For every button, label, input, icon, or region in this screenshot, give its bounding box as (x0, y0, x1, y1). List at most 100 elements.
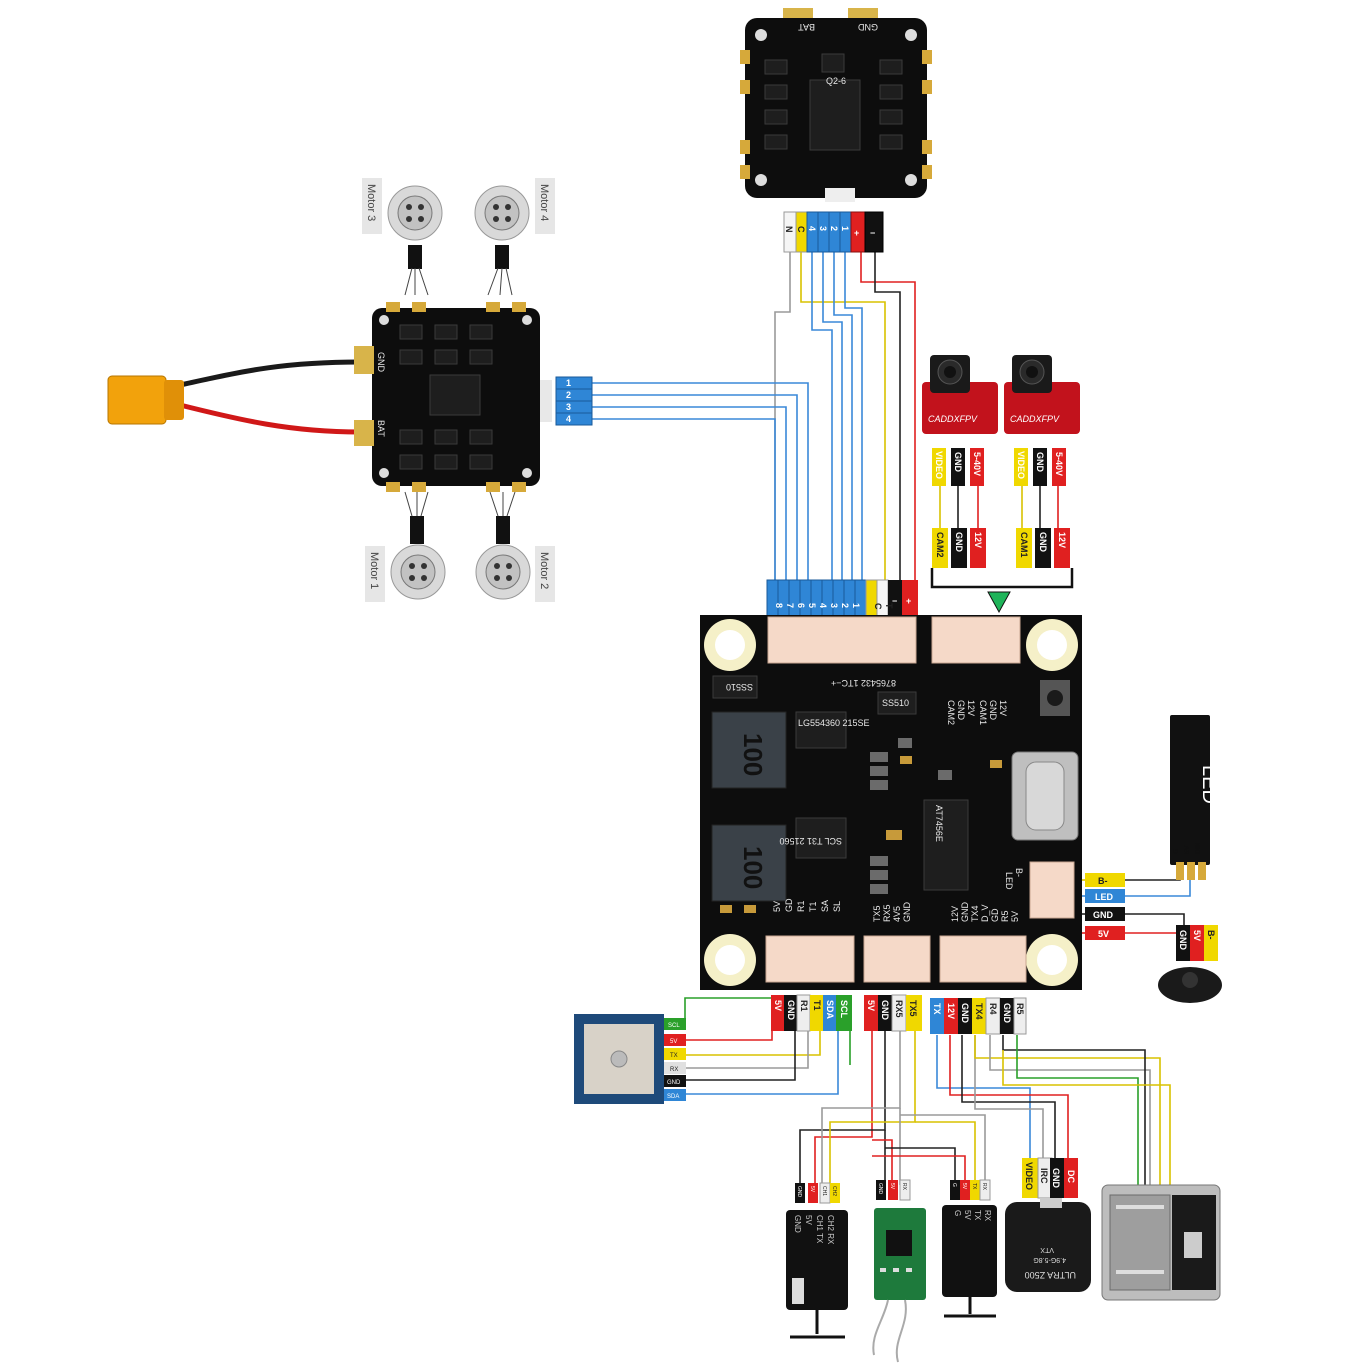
label-fc-silk-bottom-right-2: TX4 (970, 905, 980, 922)
wire-esc-4 (811, 252, 833, 585)
label-receivers-rx-a-tags-0: GND (796, 1186, 802, 1198)
wire-vtx-12v (949, 1035, 1069, 1160)
label-buzzer-side-labels-3: 5V (1098, 929, 1109, 939)
label-receivers-rx-a-tags-1: 5V (809, 1186, 815, 1193)
label-cameras-cam-top-pins-0: VIDEO (934, 451, 944, 479)
label-bottom-headers-left-3: T1 (812, 1000, 822, 1011)
bottom-header-mid: 5V GND RX5 TX5 (864, 994, 922, 1032)
bottom-header-left: 5V GND R1 T1 SDA SCL (771, 994, 852, 1032)
label-cameras-brand: CADDXFPV (928, 414, 978, 424)
motor-4: Motor 4 (474, 178, 555, 296)
label-vtx-pins-3: DC (1066, 1170, 1076, 1183)
label-receivers-rx-c-body-3: RX (983, 1210, 992, 1222)
wire-esc-3 (822, 252, 843, 585)
label-bottom-headers-left-0: 5V (773, 1000, 783, 1011)
wire-esc-n (774, 252, 791, 585)
label-fc-silk-bottom-right-4: GD (990, 908, 1000, 922)
esc-small-pin-3: 3 (566, 402, 571, 412)
label-fc-silk-bottom-mid-1: RX5 (882, 904, 892, 922)
gps-module: SCL 5V TX RX GND SDA (574, 1014, 686, 1104)
label-fc-esc-header-11: + (906, 596, 911, 606)
label-fc-silk-bottom-right-0: 12V (950, 906, 960, 922)
label-receivers-rx-a-body-1: 5V (804, 1215, 813, 1225)
label-receivers-rx-a-body-2: CH1 TX (815, 1215, 824, 1244)
motor-3: Motor 3 (362, 178, 443, 296)
wire-esc-2 (833, 252, 853, 585)
led-strip: LED G 5V DIN (1170, 715, 1220, 880)
label-cameras-cam2-pins-0: CAM2 (935, 532, 945, 558)
wire-esc-1 (844, 252, 863, 585)
label-receivers-rx-a-body-0: GND (793, 1215, 802, 1233)
label-fc-silk-led-0: LED (1004, 872, 1014, 890)
wire-gps-tx (685, 1025, 821, 1056)
label-receivers-rx-a-tags-2: CH1 (821, 1186, 827, 1196)
label-fc-esc-header-5: 3 (829, 603, 839, 608)
label-fc-silk-bottom-left-0: 5V (772, 901, 782, 912)
label-led-pins-2: DIN (1195, 842, 1202, 854)
wire-esc-plus (860, 252, 916, 585)
esc-small-bat: BAT (376, 420, 386, 437)
label-fc-silk-bottom-right-1: GND (960, 902, 970, 923)
label-buzzer-side-labels-0: B- (1098, 876, 1108, 886)
label-cameras-cam-top-pins-0: VIDEO (1016, 451, 1026, 479)
wire-gps-gnd (685, 1025, 796, 1081)
label-vtx-pins-0: VIDEO (1024, 1162, 1034, 1190)
wire-vtx-video (936, 1035, 1031, 1160)
motor-2: Motor 2 (475, 491, 555, 602)
label-fc-esc-header-10: − (892, 596, 897, 606)
label-fc-chip2: AT7456E (934, 805, 944, 842)
label-receivers-rx-a-tags-3: CH2 (831, 1186, 837, 1196)
wire-rxc-5v (872, 1155, 966, 1185)
esc-top-pin-header: N C 4 3 2 1 + − (783, 211, 884, 253)
label-gps-pins-0: SCL (668, 1023, 680, 1029)
wire-gps-5v (685, 1025, 773, 1041)
label-fc-esc-header-1: 7 (785, 603, 795, 608)
label-cameras-cam2-pins-2: 12V (973, 532, 983, 548)
camera-2-top-tags: VIDEO GND 5-40V (932, 448, 984, 486)
label-bottom-headers-right-0: TX (932, 1003, 942, 1015)
label-fc-silk-bottom-mid-0: TX5 (872, 905, 882, 922)
label-gps-pins-2: TX (670, 1053, 678, 1059)
label-receivers-rx-c-body-0: G (953, 1210, 962, 1216)
label-receivers-rx-c-body-1: 5V (963, 1210, 972, 1220)
label-fc-silk-bottom-right-6: 5V (1010, 911, 1020, 922)
label-esc-top-pins-4: 2 (829, 226, 839, 231)
esc-top: BAT GND Q2-6 N C 4 3 (740, 8, 932, 253)
label-cameras-cam1-pins-1: GND (1038, 532, 1048, 553)
label-buzzer-side-labels-2: GND (1093, 910, 1114, 920)
label-cameras-cam-top-pins-1: GND (953, 452, 963, 473)
label-fc-silk-bottom-right-3: D_V (980, 904, 990, 922)
wires (179, 252, 1197, 1195)
label-fc-inductor: 100 (738, 733, 768, 776)
motor-4-label: Motor 4 (538, 184, 550, 221)
camera-arrow-icon (987, 591, 1011, 614)
wire-gps-sda (685, 1025, 839, 1095)
label-esc-top-pins-2: 4 (807, 226, 817, 231)
esc-top-chip-label: Q2-6 (826, 76, 846, 86)
wire-rxc-rx (900, 1114, 986, 1185)
label-esc-top-pins-1: C (796, 226, 806, 233)
label-gps-pins-3: RX (670, 1067, 678, 1073)
wire-esc-minus (874, 252, 901, 585)
esc-top-gnd: GND (858, 22, 879, 32)
label-fc-silk-bottom-right-5: R5 (1000, 910, 1010, 922)
label-receivers-rx-b-tags-2: RX (901, 1183, 907, 1191)
xt60-connector (107, 375, 184, 425)
label-led-pins-0: G (1173, 849, 1180, 854)
label-cameras-cam-top-pins-2: 5-40V (972, 452, 982, 476)
label-fc-inductor: 100 (738, 846, 768, 889)
wire-gps-scl (684, 997, 851, 1065)
wire-rxa-ch (829, 1030, 916, 1185)
label-bottom-headers-left-5: SCL (839, 1000, 849, 1019)
label-vtx-pins-2: GND (1051, 1168, 1061, 1189)
camera-1-top-tags: VIDEO GND 5-40V (1014, 448, 1066, 486)
label-fc-silk-bottom-left-3: T1 (808, 901, 818, 912)
label-fc-silk-cam-4: GND (956, 700, 966, 721)
label-led-label: LED (1198, 765, 1220, 804)
camera-1-bottom-tags: CAM1 GND 12V (1016, 528, 1070, 568)
label-receivers-rx-c-tags-3: RX (981, 1183, 987, 1191)
label-fc-silk-bottom-left-2: R1 (796, 900, 806, 912)
label-fc-esc-header-7: 1 (851, 603, 861, 608)
label-fc-chip1: LG554360 215SE (798, 718, 870, 728)
vtx: VIDEO IRC GND DC ULTRA Z500 4.9G-5.8G VT… (1005, 1157, 1091, 1292)
